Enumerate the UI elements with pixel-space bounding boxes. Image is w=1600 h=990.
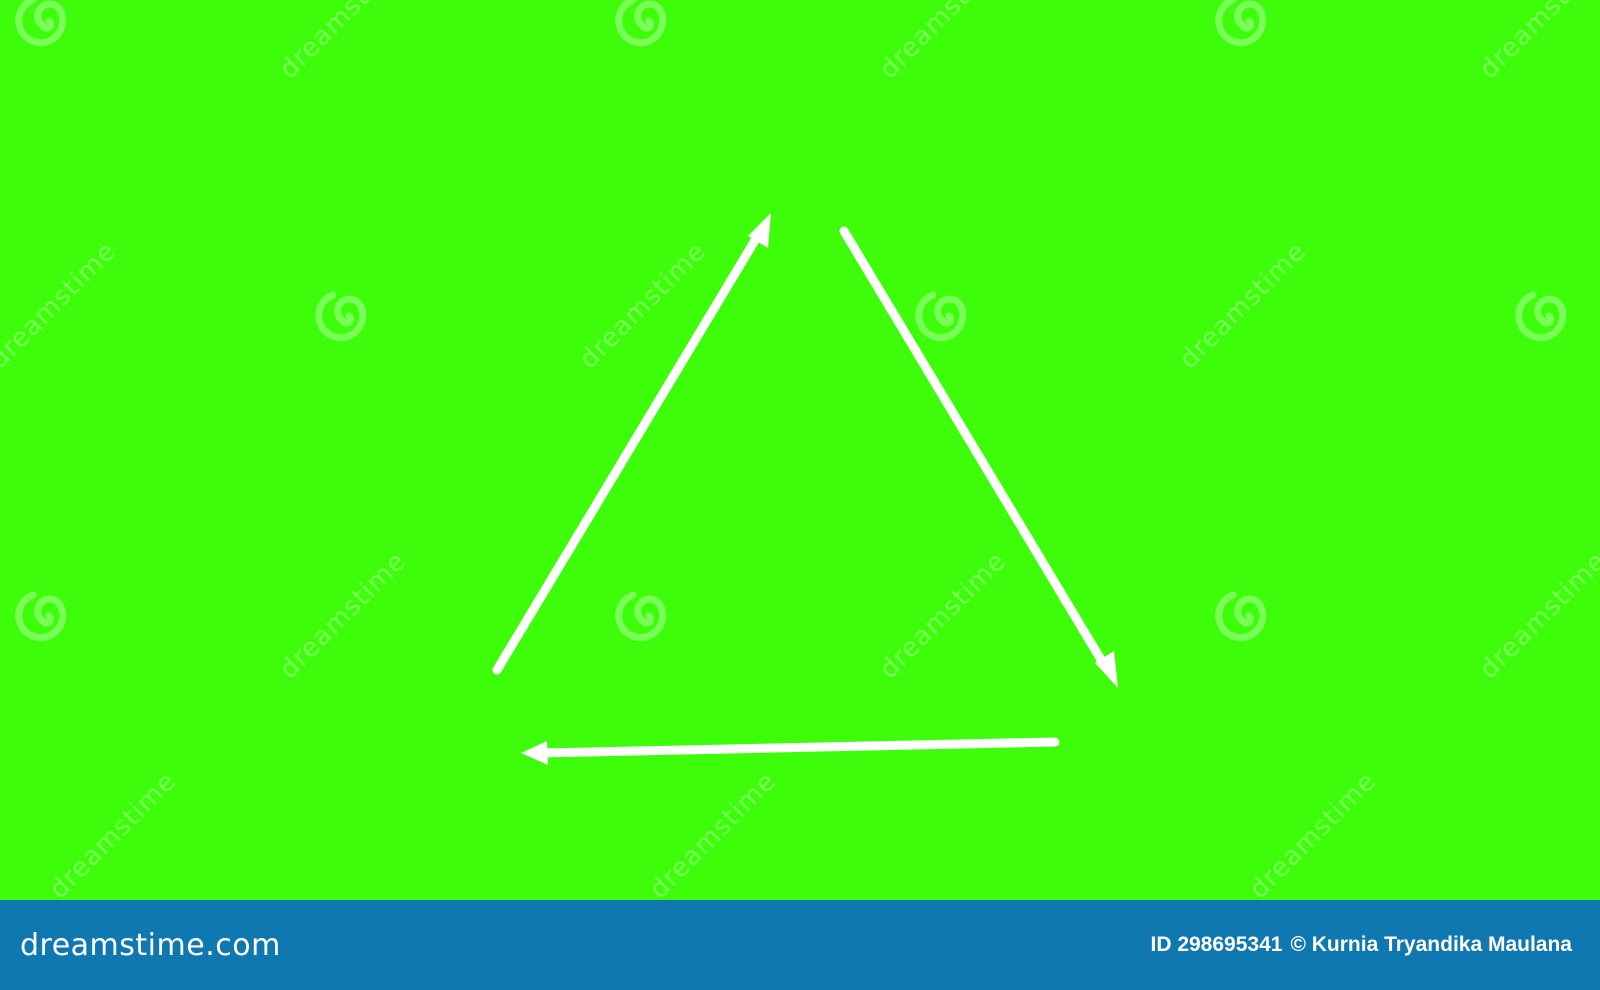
- brand-logo[interactable]: dreamstime.com: [20, 927, 281, 963]
- spiral-logo-icon: [15, 591, 67, 642]
- spiral-logo-icon: [315, 291, 367, 342]
- watermark-text: dreamstime: [874, 0, 1013, 85]
- spiral-logo-icon: [1515, 291, 1567, 342]
- watermark-text: dreamstime: [274, 0, 413, 85]
- watermark-text: dreamstime: [1244, 766, 1383, 900]
- spiral-logo-icon: [915, 291, 967, 342]
- watermark-layer: dreamstime dreamstime dreamstime dreamstime…: [0, 0, 1600, 900]
- watermark-text: dreamstime: [44, 766, 183, 900]
- watermark-text: dreamstime: [1474, 546, 1600, 685]
- spiral-logo-icon: [615, 0, 667, 47]
- image-credit: ID 298695341 © Kurnia Tryandika Maulana: [1150, 933, 1572, 957]
- spiral-logo-icon: [1215, 0, 1267, 47]
- image-id: ID 298695341: [1150, 933, 1283, 956]
- arrow-bottom-edge: [521, 737, 1060, 765]
- watermark-text: dreamstime: [644, 766, 783, 900]
- copyright-text: © Kurnia Tryandika Maulana: [1290, 933, 1572, 956]
- spiral-logo-icon: [1215, 591, 1267, 642]
- spiral-logo-icon: [15, 0, 67, 47]
- watermark-text: dreamstime: [1474, 0, 1600, 85]
- watermark-text: dreamstime: [274, 546, 413, 685]
- watermark-text: dreamstime: [874, 546, 1013, 685]
- watermark-text: dreamstime: [0, 236, 122, 375]
- arrow-right-edge: [839, 226, 1118, 688]
- watermark-text: dreamstime: [1174, 236, 1313, 375]
- arrow-left-edge: [492, 213, 771, 675]
- footer-bar: dreamstime.com ID 298695341 © Kurnia Try…: [0, 900, 1600, 990]
- spiral-logo-icon: [615, 591, 667, 642]
- diagram-canvas: dreamstime dreamstime dreamstime dreamstime…: [0, 0, 1600, 900]
